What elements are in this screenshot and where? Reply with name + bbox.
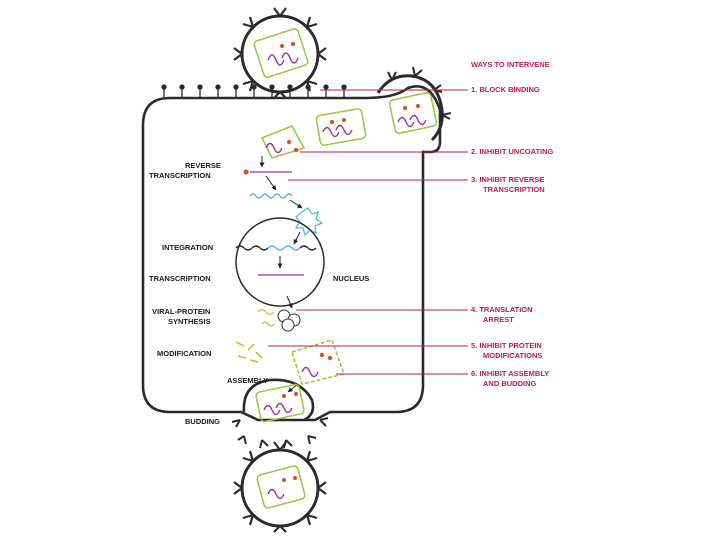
- ribosome: [257, 308, 301, 332]
- nucleus: [235, 217, 325, 309]
- label-viral-protein-synthesis-1: VIRAL-PROTEIN: [152, 307, 210, 316]
- label-nucleus: NUCLEUS: [333, 274, 369, 283]
- virion-binding: [376, 66, 452, 142]
- virion-bottom: [233, 441, 327, 533]
- intervention-5-line1: 5. INHIBIT PROTEIN: [471, 341, 542, 350]
- label-modification: MODIFICATION: [157, 349, 211, 358]
- intervention-4-line2: ARREST: [483, 315, 514, 324]
- intervention-3-line2: TRANSCRIPTION: [483, 185, 545, 194]
- label-budding: BUDDING: [185, 417, 220, 426]
- intervention-6-line1: 6. INHIBIT ASSEMBLY: [471, 369, 549, 378]
- budding-virion: [231, 378, 329, 449]
- virion-top: [233, 7, 327, 99]
- internalized-capsid: [315, 108, 367, 146]
- label-reverse-transcription-1: REVERSE: [185, 161, 221, 170]
- label-transcription: TRANSCRIPTION: [149, 274, 211, 283]
- intervention-4-line1: 4. TRANSLATION: [471, 305, 533, 314]
- cell-receptors: [161, 84, 347, 98]
- intervention-pointers: [268, 89, 468, 375]
- uncoating-capsid: [259, 125, 306, 168]
- cell-membrane: [141, 85, 442, 422]
- label-reverse-transcription-2: TRANSCRIPTION: [149, 171, 211, 180]
- intervention-1: 1. BLOCK BINDING: [471, 85, 540, 94]
- label-assembly: ASSEMBLY: [227, 376, 268, 385]
- intervention-2: 2. INHIBIT UNCOATING: [471, 147, 554, 156]
- ways-to-intervene-heading: WAYS TO INTERVENE: [471, 60, 550, 69]
- label-viral-protein-synthesis-2: SYNTHESIS: [168, 317, 211, 326]
- label-integration: INTEGRATION: [162, 243, 213, 252]
- intervention-5-line2: MODIFICATIONS: [483, 351, 542, 360]
- protein-fragments: [235, 341, 263, 363]
- intervention-3-line1: 3. INHIBIT REVERSE: [471, 175, 544, 184]
- intervention-6-line2: AND BUDDING: [483, 379, 536, 388]
- reverse-transcription-step: [243, 169, 324, 245]
